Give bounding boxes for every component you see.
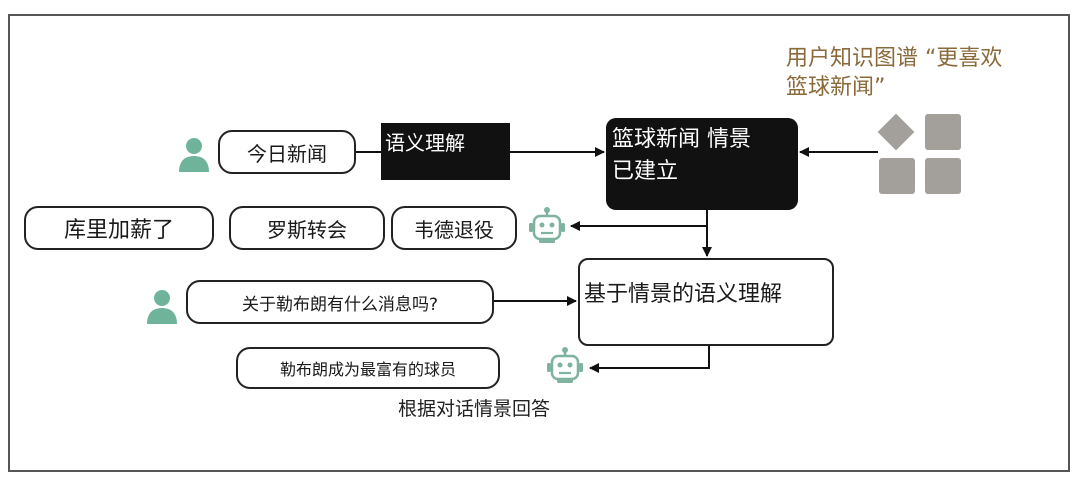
bot1-option2-text: 罗斯转会 [267,217,347,242]
context-built-line1: 篮球新闻 情景 [612,127,751,152]
context-built-box: 篮球新闻 情景 已建立 [606,118,798,210]
robot-icon [529,207,565,243]
bot2-answer-text: 勒布朗成为最富有的球员 [279,360,456,379]
bot1-option-bubble: 库里加薪了 [24,206,214,250]
knowledge-graph-label-line2: 篮球新闻” [786,75,886,100]
user1-utterance-text: 今日新闻 [247,141,327,166]
user2-utterance-text: 关于勒布朗有什么消息吗? [241,294,439,315]
arrow-ctxsem-to-bot2 [589,346,710,373]
context-semantic-understanding-text: 基于情景的语义理解 [584,282,783,307]
user1-utterance-bubble: 今日新闻 [218,130,356,174]
bot1-option-bubble: 罗斯转会 [229,206,385,250]
bot1-option3-text: 韦德退役 [414,217,494,242]
semantic-understanding-text: 语义理解 [385,131,465,155]
context-semantic-understanding-box: 基于情景的语义理解 [578,258,834,346]
semantic-understanding-box: 语义理解 [381,123,510,180]
bot2-answer-bubble: 勒布朗成为最富有的球员 [236,347,500,389]
robot-icon [547,347,583,383]
bot1-option1-text: 库里加薪了 [63,218,174,243]
answer-caption: 根据对话情景回答 [398,398,551,420]
context-built-line2: 已建立 [612,159,679,184]
knowledge-graph-icon [877,113,961,194]
bot1-option-bubble: 韦德退役 [391,206,517,250]
user-icon [147,290,177,324]
user-icon [179,138,209,172]
knowledge-graph-label-line1: 用户知识图谱 “更喜欢 [786,46,1003,71]
user2-utterance-bubble: 关于勒布朗有什么消息吗? [186,280,494,324]
